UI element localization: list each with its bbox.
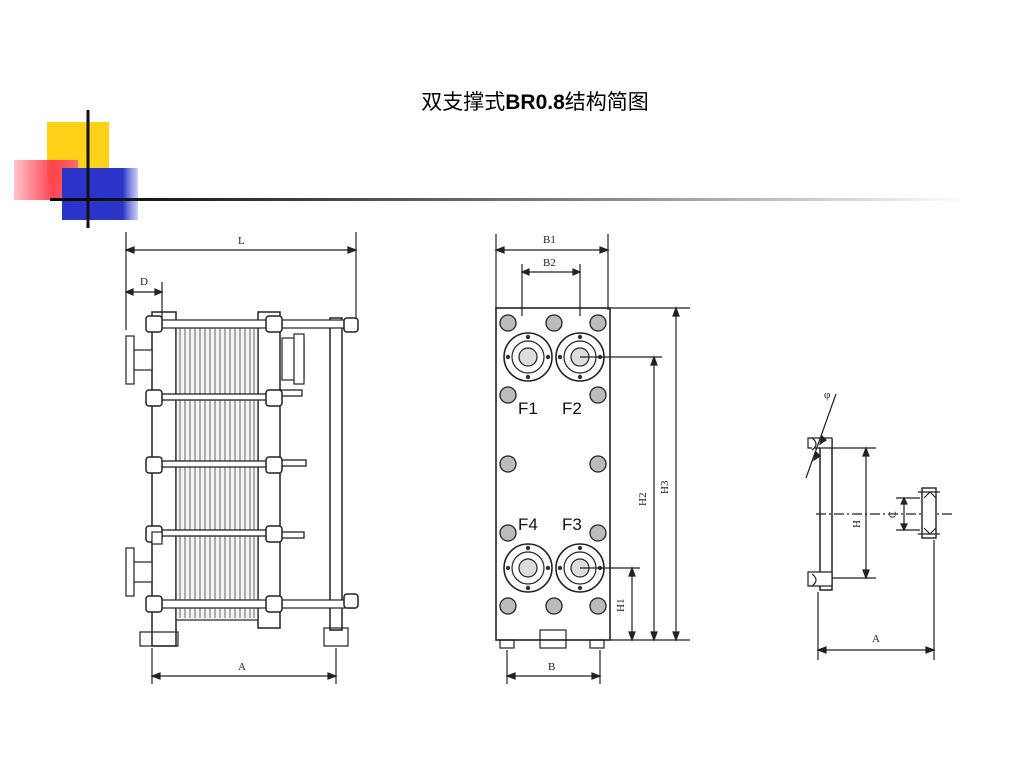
dim-A-label: A — [238, 661, 246, 673]
deco-blue-square — [62, 168, 138, 220]
dim-B2-label: B2 — [543, 257, 556, 269]
dim-A-detail-label: A — [872, 633, 880, 645]
port-flange-F1 — [503, 332, 553, 382]
dim-B-label: B — [548, 661, 555, 673]
dim-H2-label: H2 — [637, 493, 649, 506]
port-label-F1: F1 — [518, 399, 538, 418]
port-label-F4: F4 — [518, 515, 538, 534]
title-prefix: 双支撑式 — [421, 91, 506, 114]
port-label-F3: F3 — [562, 515, 582, 534]
detail-view: φ H C A — [805, 389, 952, 660]
dim-D-label: D — [140, 276, 148, 288]
slide-title: 双支撑式BR0.8结构简图 — [0, 86, 1024, 116]
dim-B1-label: B1 — [543, 234, 556, 246]
dim-phi-label: φ — [824, 389, 830, 401]
port-flange-F4 — [503, 543, 553, 593]
dim-H-label: H — [851, 520, 863, 528]
port-label-F2: F2 — [562, 399, 582, 418]
dim-C-label: C — [888, 511, 899, 518]
slide-decoration — [14, 110, 970, 228]
front-view: B1 B2 — [494, 234, 690, 684]
title-model: BR0.8 — [505, 91, 565, 114]
dim-H3-label: H3 — [659, 480, 671, 494]
dim-L-label: L — [238, 235, 245, 247]
title-rule — [50, 198, 970, 201]
dim-H1-label: H1 — [615, 599, 627, 612]
title-suffix: 结构简图 — [564, 91, 649, 114]
side-view: L D — [124, 232, 359, 684]
